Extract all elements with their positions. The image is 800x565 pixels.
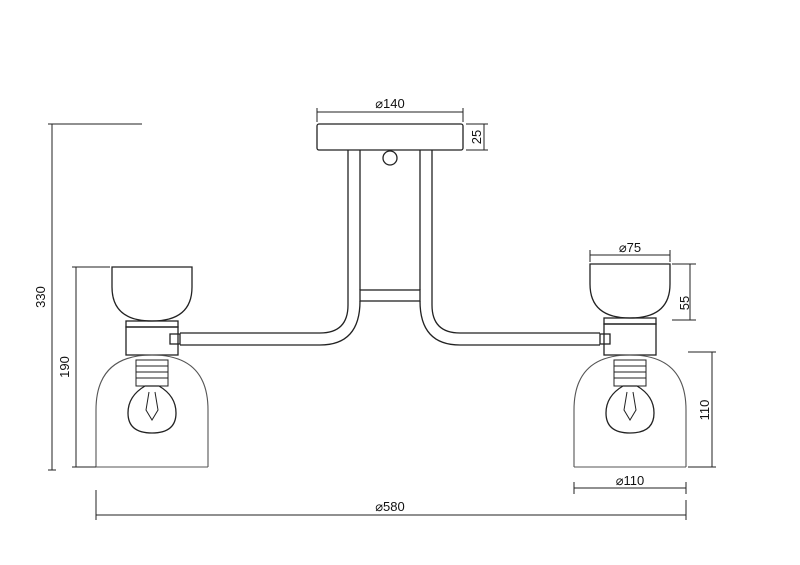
lamp-height-label: 190 [57,356,72,378]
shade-height-label: 110 [697,400,712,421]
right-lamp [573,263,687,468]
canopy [316,108,488,151]
left-lamp [95,266,209,468]
canopy-diameter-label: ⌀140 [375,96,405,111]
shade-diameter-label: ⌀110 [616,473,645,488]
total-diameter-label: ⌀580 [375,499,405,514]
cup-height-label: 55 [677,296,692,310]
dimension-lines [48,123,716,520]
total-height-label: 330 [33,286,48,308]
canopy-height-label: 25 [469,130,484,144]
center-stem [180,150,600,346]
cup-diameter-label: ⌀75 [619,240,641,255]
